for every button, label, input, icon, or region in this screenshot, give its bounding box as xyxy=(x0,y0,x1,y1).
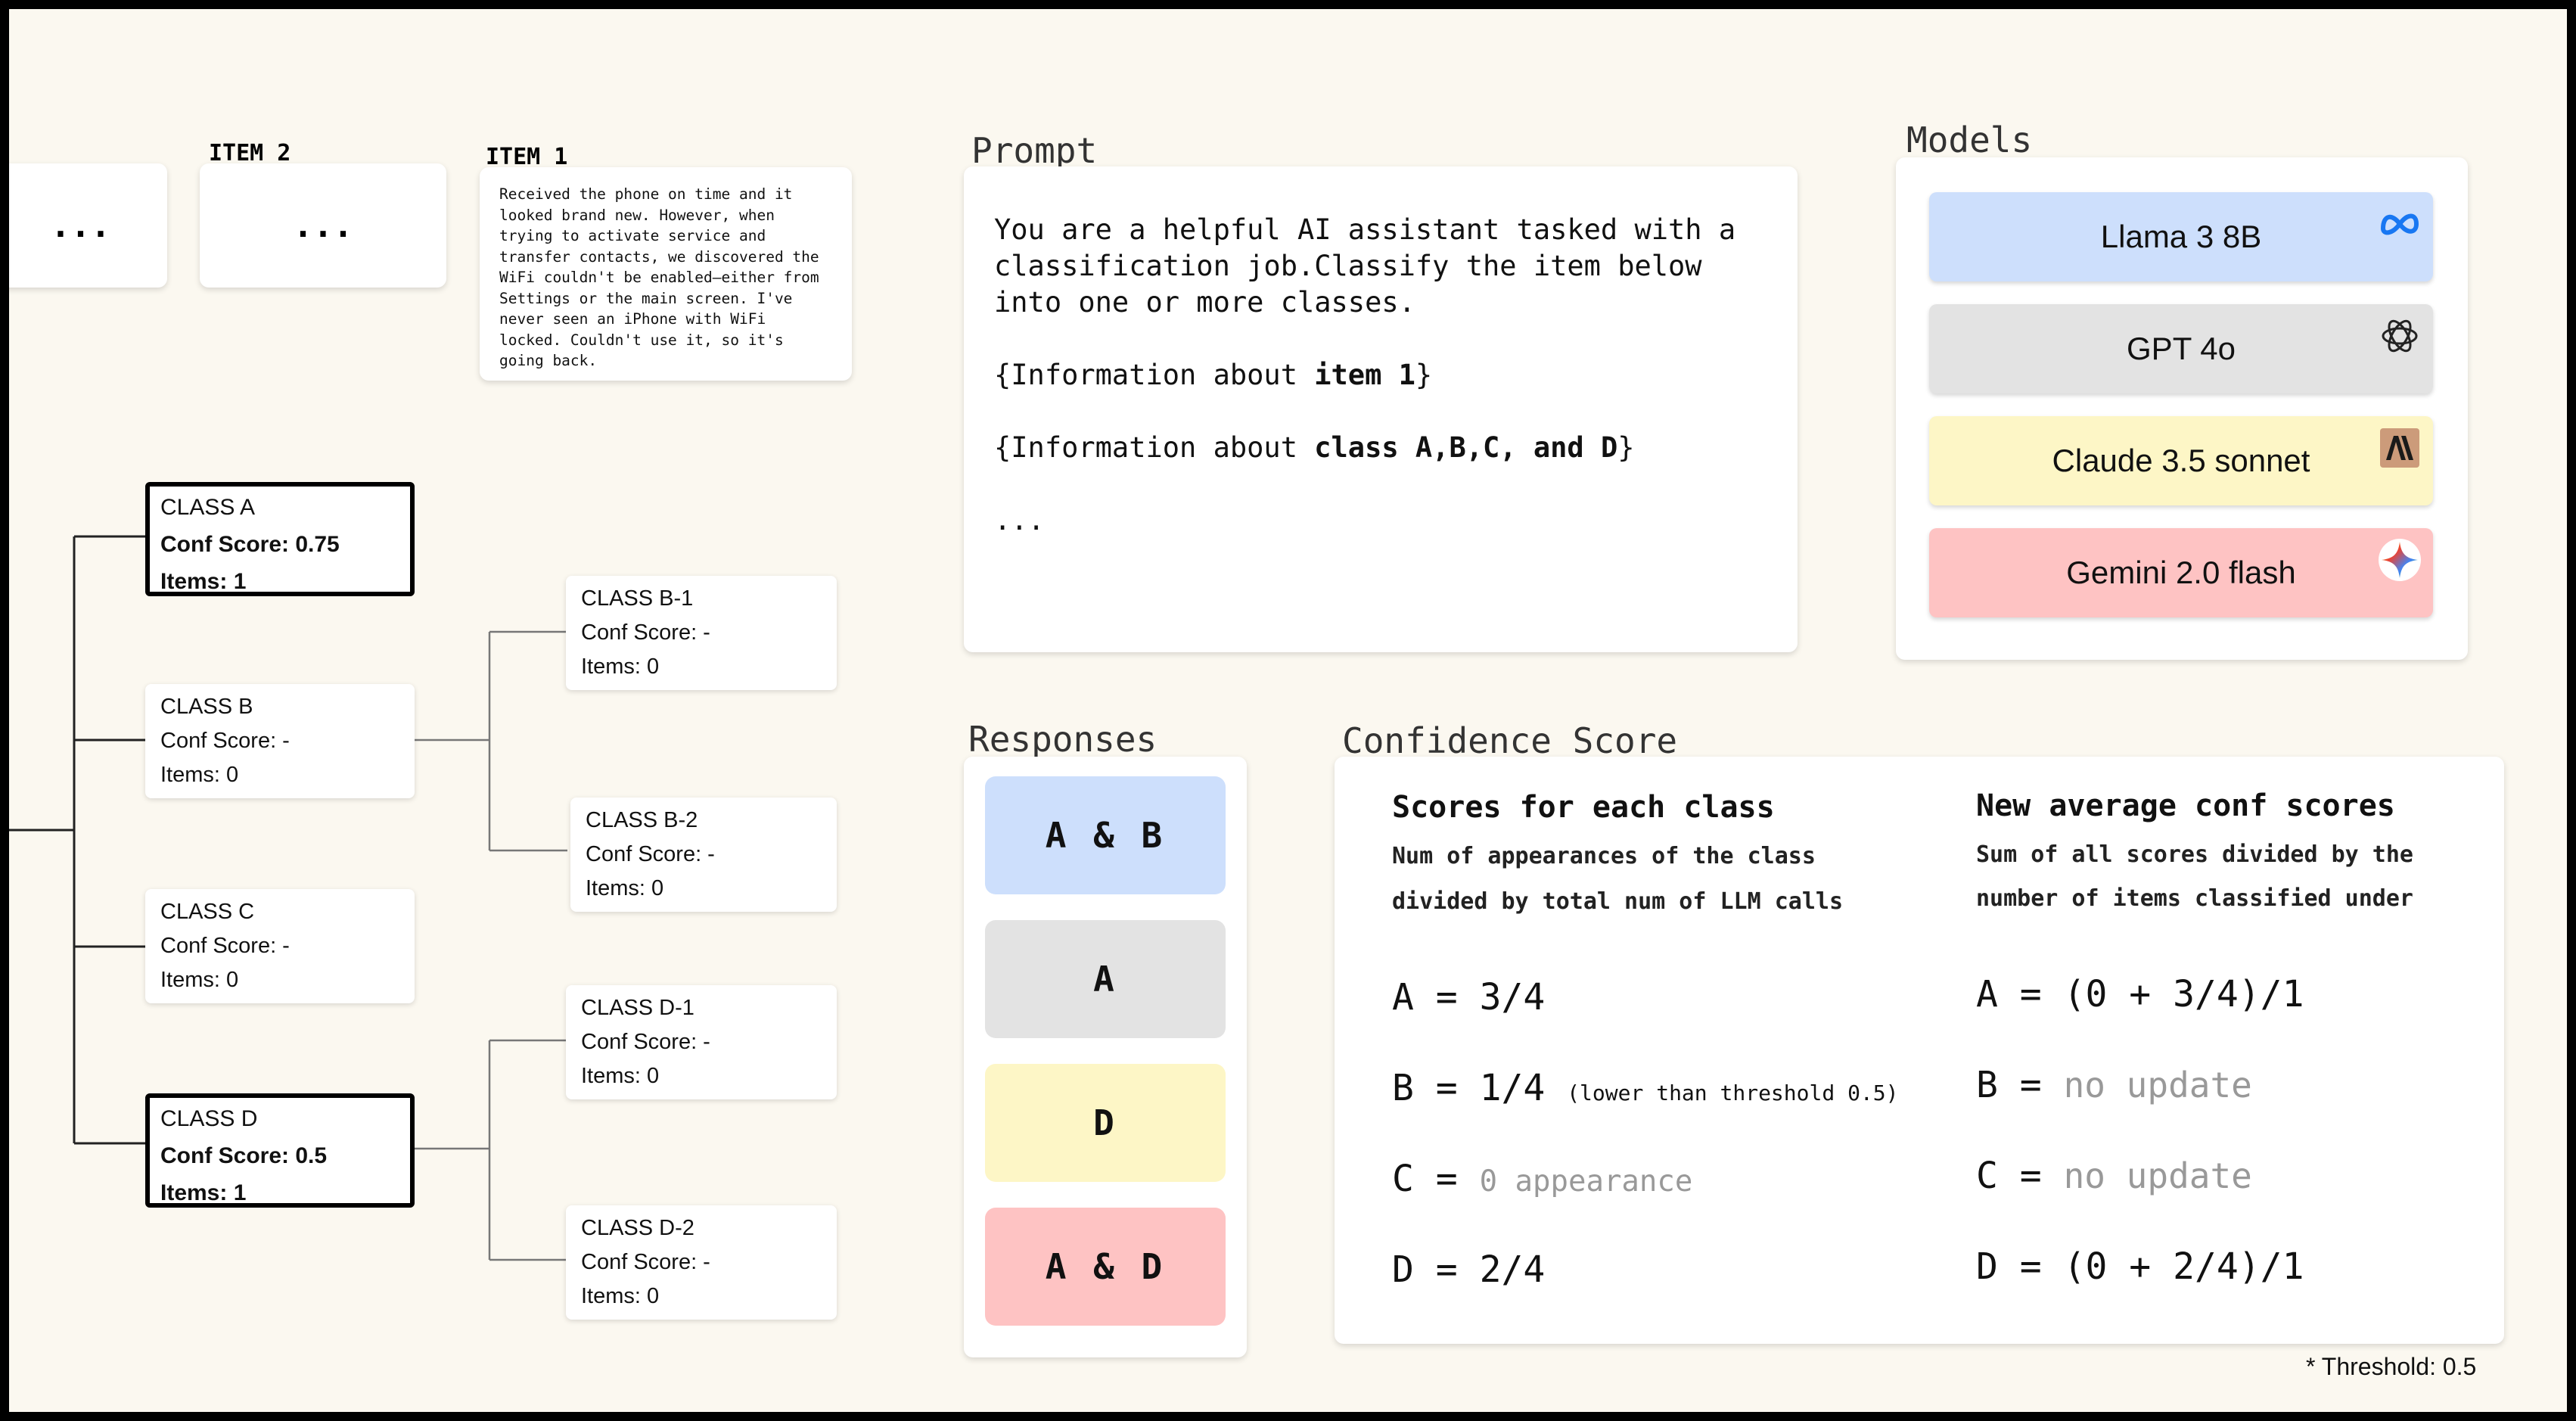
avg-b-note: no update xyxy=(2063,1065,2252,1105)
avg-c-note: no update xyxy=(2063,1155,2252,1196)
avg-d: D = (0 + 2/4)/1 xyxy=(1976,1245,2304,1288)
conf-score: Conf Score: - xyxy=(581,620,710,645)
class-name: CLASS B xyxy=(160,695,253,719)
class-name: CLASS B-1 xyxy=(581,586,694,611)
class-d2-node[interactable]: CLASS D-2 Conf Score: - Items: 0 xyxy=(566,1205,837,1320)
tree-connectors xyxy=(9,535,567,1261)
score-a: A = 3/4 xyxy=(1392,976,1546,1018)
model-name: GPT 4o xyxy=(2127,331,2236,366)
prompt-ellipsis: ... xyxy=(994,504,1045,536)
openai-icon xyxy=(2382,319,2418,353)
confidence-title: Confidence Score xyxy=(1342,720,1678,761)
model-claude-button[interactable]: Claude 3.5 sonnet xyxy=(1929,416,2433,505)
item-count: Items: 0 xyxy=(581,1064,660,1088)
prompt-card: You are a helpful AI assistant tasked wi… xyxy=(964,166,1798,652)
model-name: Llama 3 8B xyxy=(2100,219,2262,254)
responses-card: A & B A D A & D xyxy=(964,757,1247,1357)
item-count: Items: 0 xyxy=(581,1284,660,1308)
item1-text: Received the phone on time and it looked… xyxy=(499,185,819,369)
prompt-item-info: {Information about item 1} xyxy=(994,359,1433,391)
model-llama-button[interactable]: Llama 3 8B xyxy=(1929,192,2433,281)
item-count: Items: 0 xyxy=(586,876,664,900)
class-d-node[interactable]: CLASS D Conf Score: 0.5 Items: 1 xyxy=(145,1093,415,1208)
conf-score: Conf Score: - xyxy=(160,729,290,753)
models-title: Models xyxy=(1906,120,2033,160)
item-count: Items: 1 xyxy=(160,1180,247,1205)
score-d: D = 2/4 xyxy=(1392,1248,1546,1291)
conf-score: Conf Score: - xyxy=(581,1250,710,1274)
item2-card: ... xyxy=(200,163,446,288)
item-count: Items: 0 xyxy=(581,655,660,679)
class-name: CLASS D-2 xyxy=(581,1216,694,1240)
prompt-instruction: You are a helpful AI assistant tasked wi… xyxy=(994,213,1736,319)
class-name: CLASS D-1 xyxy=(581,996,694,1020)
class-name: CLASS D xyxy=(160,1106,258,1131)
gemini-icon xyxy=(2379,539,2421,581)
right-subtitle-1: Sum of all scores divided by the xyxy=(1976,841,2413,868)
class-b1-node[interactable]: CLASS B-1 Conf Score: - Items: 0 xyxy=(566,576,837,690)
conf-score: Conf Score: 0.75 xyxy=(160,532,340,557)
meta-icon xyxy=(2380,213,2419,235)
response-claude: D xyxy=(985,1064,1226,1182)
class-name: CLASS A xyxy=(160,495,256,520)
class-b2-node[interactable]: CLASS B-2 Conf Score: - Items: 0 xyxy=(570,798,837,912)
responses-title: Responses xyxy=(968,719,1157,760)
score-b-note: (lower than threshold 0.5) xyxy=(1567,1081,1899,1105)
item-count: Items: 1 xyxy=(160,569,247,594)
conf-score: Conf Score: - xyxy=(581,1030,710,1054)
response-gemini: A & D xyxy=(985,1208,1226,1326)
right-heading: New average conf scores xyxy=(1976,788,2395,823)
model-gpt-button[interactable]: GPT 4o xyxy=(1929,304,2433,393)
anthropic-icon xyxy=(2380,428,2419,468)
model-name: Claude 3.5 sonnet xyxy=(2052,443,2310,478)
model-gemini-button[interactable]: Gemini 2.0 flash xyxy=(1929,528,2433,617)
item-count: Items: 0 xyxy=(160,968,239,992)
item-card-previous: ... xyxy=(9,163,167,288)
conf-score: Conf Score: - xyxy=(586,842,715,866)
ellipsis: ... xyxy=(50,206,111,245)
prompt-class-info: {Information about class A,B,C, and D} xyxy=(994,431,1635,464)
left-subtitle-1: Num of appearances of the class xyxy=(1392,843,1816,869)
conf-score: Conf Score: 0.5 xyxy=(160,1143,328,1168)
right-subtitle-2: number of items classified under xyxy=(1976,885,2413,912)
diagram-canvas: ... ITEM 2 ... ITEM 1 Received the phone… xyxy=(9,9,2567,1412)
class-b-node[interactable]: CLASS B Conf Score: - Items: 0 xyxy=(145,684,415,798)
threshold-footnote: * Threshold: 0.5 xyxy=(2306,1353,2477,1380)
score-c: C = 0 appearance xyxy=(1392,1158,1693,1200)
left-heading: Scores for each class xyxy=(1392,790,1775,825)
class-c-node[interactable]: CLASS C Conf Score: - Items: 0 xyxy=(145,889,415,1003)
score-b: B = 1/4 (lower than threshold 0.5) xyxy=(1392,1067,1899,1109)
response-gpt: A xyxy=(985,920,1226,1038)
item1-card: Received the phone on time and it looked… xyxy=(480,167,852,381)
class-name: CLASS C xyxy=(160,900,255,924)
item2-label: ITEM 2 xyxy=(209,140,291,166)
response-llama: A & B xyxy=(985,776,1226,894)
score-c-note: 0 appearance xyxy=(1479,1164,1693,1199)
class-name: CLASS B-2 xyxy=(586,808,698,832)
ellipsis: ... xyxy=(293,206,353,245)
class-a-node[interactable]: CLASS A Conf Score: 0.75 Items: 1 xyxy=(145,482,415,596)
confidence-card: Scores for each class Num of appearances… xyxy=(1335,757,2504,1344)
item-count: Items: 0 xyxy=(160,763,239,787)
class-d1-node[interactable]: CLASS D-1 Conf Score: - Items: 0 xyxy=(566,985,837,1099)
prompt-title: Prompt xyxy=(971,130,1098,171)
model-name: Gemini 2.0 flash xyxy=(2066,555,2296,590)
left-subtitle-2: divided by total num of LLM calls xyxy=(1392,888,1844,915)
models-card: Llama 3 8B GPT 4o Claude 3.5 sonnet xyxy=(1896,157,2468,660)
avg-a: A = (0 + 3/4)/1 xyxy=(1976,973,2304,1015)
avg-c: C = no update xyxy=(1976,1155,2252,1197)
avg-b: B = no update xyxy=(1976,1064,2252,1106)
conf-score: Conf Score: - xyxy=(160,934,290,958)
item1-label: ITEM 1 xyxy=(486,144,568,170)
